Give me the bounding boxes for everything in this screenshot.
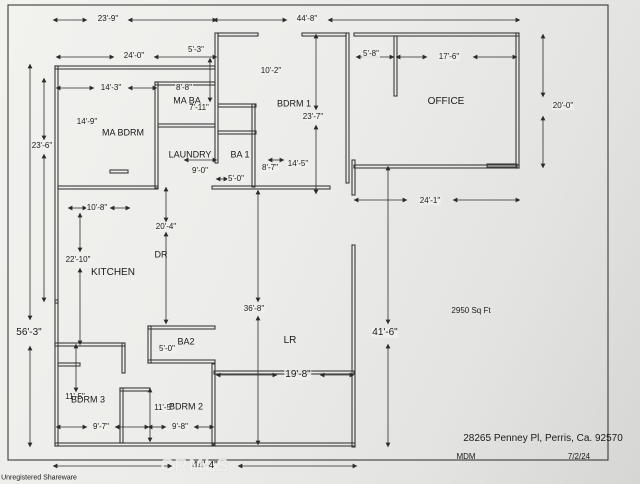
room-office: OFFICE	[427, 96, 465, 107]
drawing-date: 7/2/24	[567, 452, 591, 461]
room-bdrm2: BDRM 2	[168, 401, 204, 412]
wall-lr-right	[351, 244, 356, 448]
wall-bdrm3-right-a	[121, 342, 126, 374]
room-dr: DR	[154, 249, 168, 260]
wall-ma-ba-left	[154, 81, 159, 189]
room-ma-ba: MA BA	[173, 95, 201, 106]
wall-lr-bottom	[213, 442, 356, 447]
room-bdrm3: BDRM 3	[70, 394, 106, 405]
dim-top-left: 23'-9"	[96, 14, 120, 23]
wall-bottom	[54, 442, 214, 447]
dim-ma-wall: 24'-0"	[122, 51, 146, 60]
dim-kitchen-height: 22'-10"	[64, 255, 92, 264]
wall-hall	[211, 185, 331, 190]
dim-laundry-height: 9'-0"	[191, 166, 209, 175]
wall-kitchen-top	[57, 185, 159, 190]
dim-bdrm1-width: 10'-2"	[259, 66, 283, 75]
room-lr: LR	[283, 335, 297, 346]
dim-ba1-width: 5'-0"	[227, 174, 245, 183]
dim-office-height: 20'-0"	[551, 101, 575, 110]
dim-ma-ba-width: 8'-8"	[175, 83, 193, 92]
wall-office-top	[353, 32, 520, 37]
wall-kitchen-stub	[109, 169, 129, 174]
dim-closet-top: 5'-3"	[187, 45, 205, 54]
wall-left-lower	[54, 299, 59, 447]
dim-lr-width: 19'-8"	[284, 369, 312, 380]
dim-lr-height: 36'-8"	[242, 304, 266, 313]
dim-office-width: 24'-1"	[418, 196, 442, 205]
dim-hall-width: 14'-5"	[286, 159, 310, 168]
wall-left-upper	[54, 65, 59, 304]
wall-bdrm1-left	[214, 32, 219, 164]
wall-ba2-top	[147, 325, 216, 330]
dim-closet-width: 10'-8"	[85, 203, 109, 212]
dim-office-inner: 17'-6"	[437, 52, 461, 61]
square-footage: 2950 Sq Ft	[451, 306, 491, 315]
room-bdrm1: BDRM 1	[276, 98, 312, 109]
dim-ba1-height: 8'-7"	[261, 163, 279, 172]
dim-bdrm2-width: 9'-8"	[171, 422, 189, 431]
room-laundry: LAUNDRY	[168, 149, 212, 160]
wall-office-right	[515, 32, 520, 169]
dim-office-door: 5'-8"	[362, 49, 380, 58]
page-border	[7, 4, 609, 461]
wall-office-bottom-stub	[486, 163, 518, 168]
dim-total-left-height: 56'-3"	[15, 327, 43, 338]
wall-ba1-mid	[217, 130, 257, 135]
wall-laundry-top	[157, 123, 216, 128]
wall-office-closet	[393, 35, 398, 97]
wall-bdrm1-top-a	[217, 32, 259, 37]
wall-bdrm2-top	[119, 387, 151, 392]
wall-ma-top	[54, 65, 216, 70]
dim-dr-height: 20'-4"	[154, 222, 178, 231]
dim-bdrm3-height: 11'-5"	[64, 392, 86, 401]
wall-ba1-top	[217, 103, 257, 108]
wall-bdrm3-top	[54, 342, 126, 347]
dim-total-right-height: 41'-6"	[371, 327, 399, 338]
shareware-watermark: Unregistered Shareware	[1, 474, 77, 482]
listing-watermark: CRMLS	[160, 455, 230, 476]
wall-ba1-right	[251, 103, 256, 188]
dim-ma-bdrm-width: 14'-3"	[99, 83, 123, 92]
dim-bottom-total: 44'-4"	[191, 460, 219, 471]
wall-bdrm1-right	[345, 32, 350, 184]
wall-bdrm2-right	[211, 363, 216, 447]
room-ma-bdrm: MA BDRM	[101, 127, 145, 138]
wall-ba2-left	[147, 325, 152, 364]
room-ba2: BA2	[177, 336, 195, 347]
wall-bdrm1-top-b	[301, 32, 347, 37]
room-kitchen: KITCHEN	[91, 267, 135, 278]
dim-top-right: 44'-8"	[295, 14, 319, 23]
room-ba1: BA 1	[230, 149, 250, 160]
wall-bdrm3-right-b	[119, 387, 124, 444]
wall-office-bottom	[353, 164, 520, 169]
dim-ma-bdrm-height: 14'-9"	[75, 117, 99, 126]
wall-ba2-bottom	[147, 359, 216, 364]
author-initials: MDM	[456, 452, 476, 461]
dim-ba2-width: 5'-0"	[158, 344, 176, 353]
address: 28265 Penney Pl, Perris, Ca. 92570	[463, 433, 623, 444]
dim-bdrm3-width: 9'-7"	[92, 422, 110, 431]
wall-closet-b3	[57, 362, 81, 367]
wall-lr-mid	[213, 370, 355, 375]
dim-left-height: 23'-6"	[30, 141, 54, 150]
wall-hall-stub	[351, 159, 356, 196]
dim-bdrm2-height: 11'-5"	[153, 403, 175, 412]
dim-bdrm1-height: 23'-7"	[301, 112, 325, 121]
dim-ma-ba-height: 7'-11"	[188, 103, 210, 112]
